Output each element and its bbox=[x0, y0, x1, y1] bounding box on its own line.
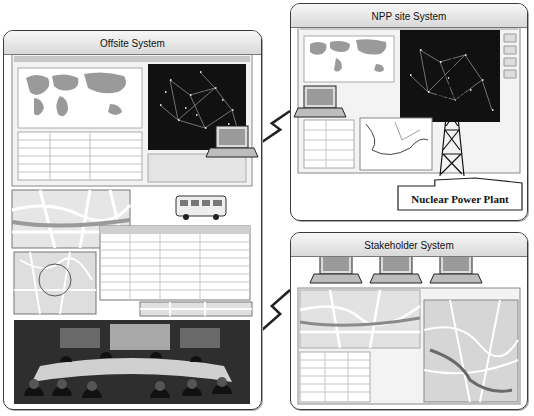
map-inset bbox=[366, 124, 428, 155]
system-panel: Offsite System bbox=[3, 30, 262, 410]
meeting-photo bbox=[87, 381, 97, 391]
panel-title: Offsite System bbox=[100, 38, 165, 50]
table-screenshot bbox=[100, 226, 250, 300]
meeting-photo bbox=[110, 324, 170, 350]
screenshot-window bbox=[504, 34, 516, 78]
laptop-icon bbox=[443, 255, 469, 271]
table-screenshot bbox=[100, 226, 250, 300]
meeting-photo bbox=[187, 379, 197, 389]
panel-header: Stakeholder System bbox=[291, 233, 527, 257]
power-plant-building: Nuclear Power Plant bbox=[397, 177, 523, 211]
laptop-icon bbox=[294, 108, 346, 117]
transmission-tower bbox=[434, 58, 470, 176]
screenshot-window bbox=[300, 290, 420, 348]
meeting-photo bbox=[29, 379, 39, 389]
screenshot-window bbox=[26, 72, 126, 116]
laptop-icon bbox=[307, 89, 333, 105]
panel-header: Offsite System bbox=[4, 31, 261, 55]
screenshot-window bbox=[300, 318, 420, 325]
bus-icon bbox=[180, 200, 222, 206]
meeting-photo bbox=[155, 381, 165, 391]
screenshot-window bbox=[304, 120, 354, 168]
bus-icon bbox=[176, 196, 226, 216]
laptop-icon bbox=[310, 274, 362, 283]
screenshot-window bbox=[298, 288, 520, 404]
screenshot-window bbox=[148, 154, 246, 182]
screenshot-window bbox=[12, 54, 252, 186]
screenshot-window bbox=[424, 300, 518, 402]
system-panel: NPP site SystemNuclear Power Plant bbox=[290, 3, 528, 221]
laptop-icon bbox=[206, 148, 258, 157]
screenshot-window bbox=[148, 64, 246, 150]
laptop-icon bbox=[216, 126, 248, 148]
map-screenshot bbox=[14, 252, 96, 314]
meeting-photo bbox=[217, 377, 227, 387]
laptop-icon bbox=[323, 255, 349, 271]
screenshot-window bbox=[18, 132, 142, 180]
transmission-tower bbox=[434, 58, 470, 176]
bus-icon bbox=[213, 214, 219, 220]
panel-title: Stakeholder System bbox=[364, 240, 454, 252]
map-screenshot bbox=[140, 302, 252, 316]
map-screenshot bbox=[14, 252, 96, 314]
laptop-icon bbox=[294, 86, 346, 117]
lightning-link bbox=[262, 290, 290, 330]
screenshot-window bbox=[300, 352, 370, 402]
map-inset bbox=[360, 118, 432, 170]
screenshot-window bbox=[298, 23, 520, 173]
screenshot-window bbox=[430, 350, 512, 391]
screenshot-window bbox=[300, 290, 420, 348]
screenshot-window bbox=[18, 68, 142, 128]
panel-header: NPP site System bbox=[291, 4, 527, 28]
panel-title: NPP site System bbox=[372, 11, 447, 23]
laptop-icon bbox=[383, 255, 409, 271]
map-screenshot bbox=[140, 302, 252, 316]
screenshot-window bbox=[304, 120, 354, 168]
screenshot-window bbox=[300, 352, 370, 402]
map-inset bbox=[395, 122, 420, 140]
map-screenshot bbox=[12, 220, 130, 226]
map-screenshot bbox=[39, 264, 71, 296]
laptop-icon bbox=[370, 274, 422, 283]
laptop-icon bbox=[304, 86, 336, 108]
screenshot-window bbox=[298, 23, 520, 173]
laptop-icon bbox=[206, 126, 258, 157]
meeting-photo bbox=[14, 320, 250, 404]
meeting-photo bbox=[180, 328, 220, 348]
meeting-photo bbox=[14, 320, 250, 404]
plant-label: Nuclear Power Plant bbox=[411, 193, 508, 206]
screenshot-window bbox=[410, 50, 492, 110]
laptop-icon bbox=[430, 274, 482, 283]
bus-icon bbox=[183, 214, 189, 220]
map-inset bbox=[360, 118, 432, 170]
bus-icon bbox=[176, 196, 226, 220]
screenshot-window bbox=[18, 132, 142, 180]
system-panel: Stakeholder System bbox=[290, 232, 528, 410]
meeting-photo bbox=[57, 379, 67, 389]
table-screenshot bbox=[100, 226, 250, 234]
label-holder: Nuclear Power Plant bbox=[397, 189, 523, 207]
table-screenshot bbox=[100, 234, 250, 300]
meeting-photo bbox=[24, 352, 232, 398]
screenshot-window bbox=[310, 39, 386, 72]
screenshot-window bbox=[14, 56, 250, 62]
meeting-photo bbox=[60, 328, 100, 348]
screenshot-window bbox=[424, 300, 518, 402]
screenshot-window bbox=[304, 36, 394, 82]
laptop-icon bbox=[219, 129, 245, 145]
screenshot-window bbox=[298, 288, 520, 404]
map-screenshot bbox=[14, 252, 252, 316]
screenshot-window bbox=[12, 54, 252, 186]
lightning-link bbox=[262, 111, 290, 142]
building-outline bbox=[398, 178, 522, 210]
